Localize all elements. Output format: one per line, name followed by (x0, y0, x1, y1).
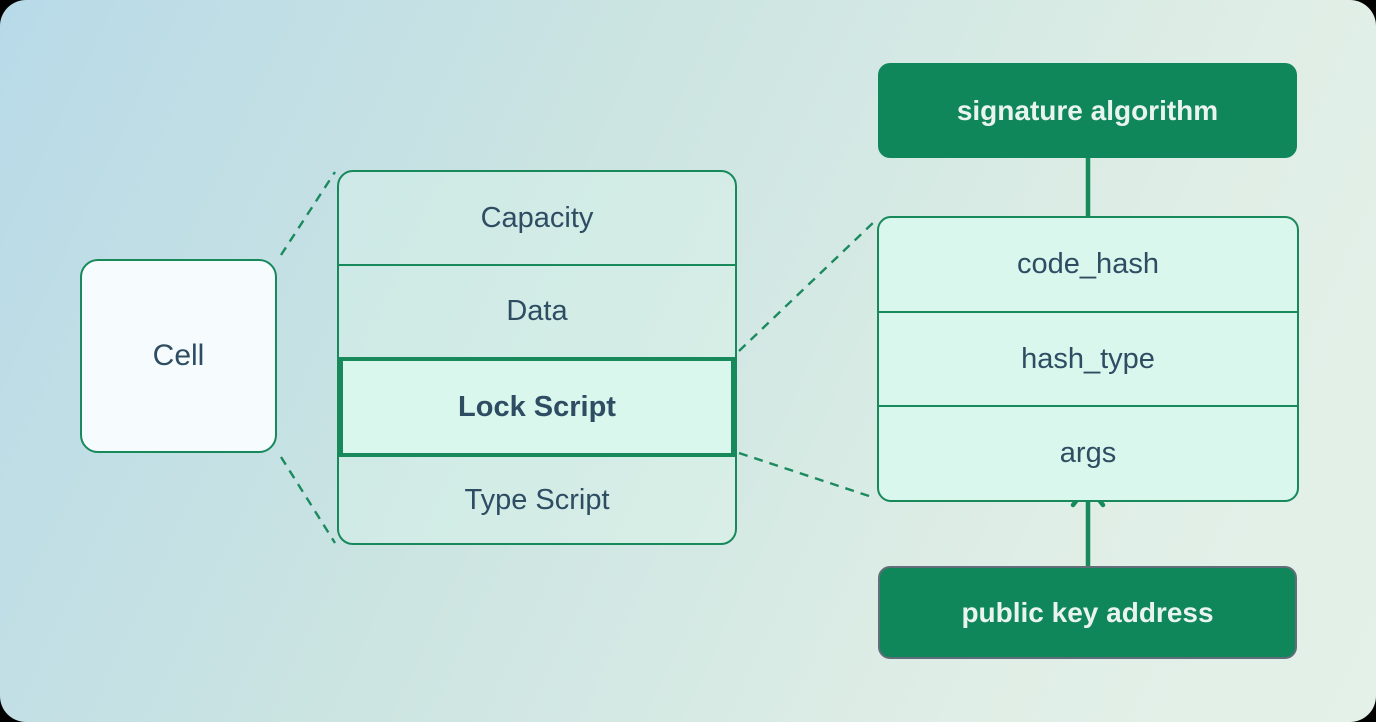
row-lock-script: Lock Script (339, 357, 735, 457)
cell-structure-node: Capacity Data Lock Script Type Script (337, 170, 737, 545)
dashed-connector-lock-top (738, 220, 876, 352)
lock-script-structure-node: code_hash hash_type args (877, 216, 1299, 502)
dashed-connector-cell-bottom (279, 456, 337, 544)
row-capacity-label: Capacity (480, 201, 594, 234)
row-data-label: Data (506, 295, 568, 327)
row-type-script: Type Script (339, 457, 735, 543)
cell-label: Cell (152, 339, 205, 372)
cell-node: Cell (80, 259, 277, 453)
public-key-address-node: public key address (878, 566, 1297, 659)
dashed-connector-cell-top (279, 171, 337, 256)
row-data: Data (339, 264, 735, 357)
dashed-connector-lock-bottom (738, 451, 876, 500)
row-type-script-label: Type Script (464, 483, 610, 516)
row-hash-type: hash_type (879, 310, 1297, 406)
row-lock-script-label: Lock Script (458, 390, 616, 423)
row-code-hash-label: code_hash (1017, 247, 1159, 280)
row-args: args (879, 405, 1297, 500)
row-code-hash: code_hash (879, 218, 1297, 311)
signature-algorithm-node: signature algorithm (878, 63, 1297, 158)
row-hash-type-label: hash_type (1021, 342, 1155, 375)
signature-algorithm-label: signature algorithm (956, 94, 1219, 126)
public-key-address-label: public key address (961, 596, 1214, 628)
row-capacity: Capacity (339, 172, 735, 264)
row-args-label: args (1059, 437, 1117, 470)
